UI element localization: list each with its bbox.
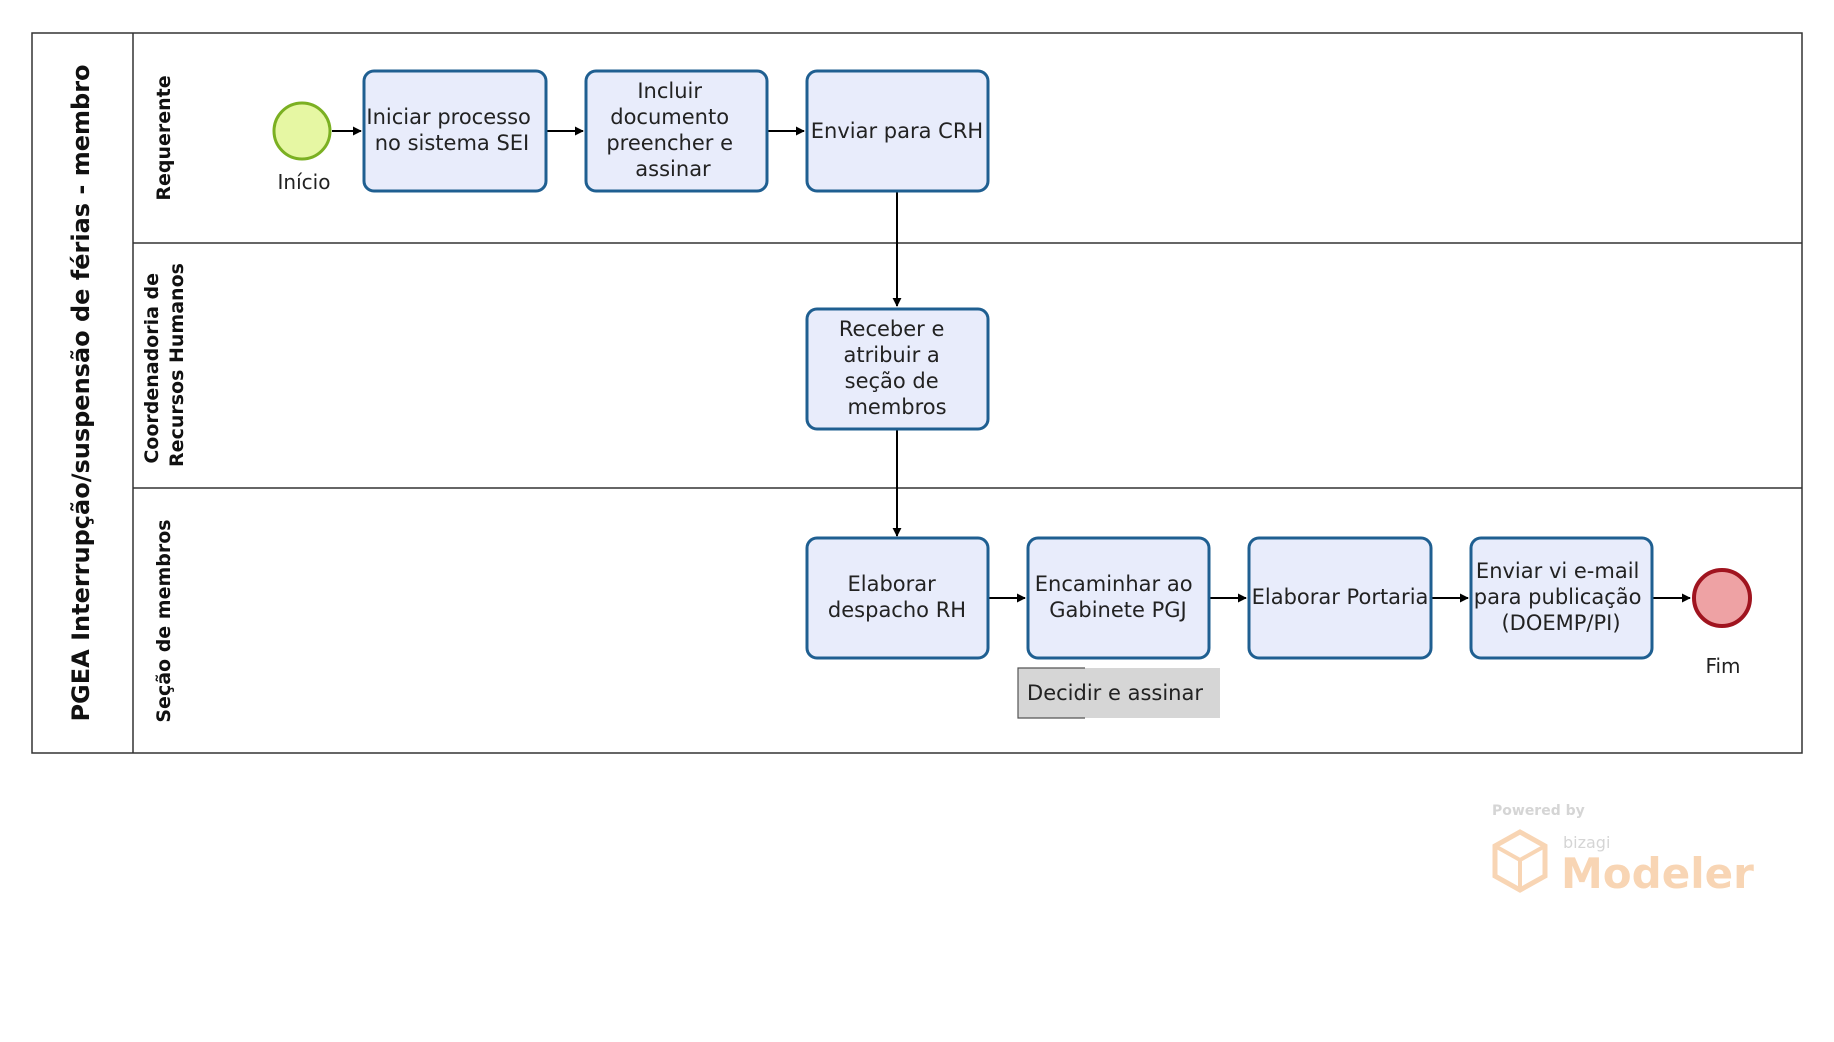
annotation-box[interactable] (1018, 668, 1220, 718)
task-enviar-email[interactable]: Enviar vi e-mail para publicação (DOEMP/… (1469, 536, 1654, 660)
task-incluir-line2: documento (610, 105, 729, 129)
lane-label-crh-line2: Recursos Humanos (166, 263, 188, 467)
lane-crh: Coordenadoria de Recursos Humanos (141, 263, 188, 467)
sequence-flows (332, 126, 1691, 603)
svg-text:Incluir documento: Incluir documento preencher e assinar (606, 79, 739, 181)
bizagi-watermark: Powered by bizagi Modeler (1492, 803, 1754, 898)
task-receber-line2: atribuir a (844, 343, 940, 367)
task-incluir-line4: assinar (635, 157, 711, 181)
bizagi-logo-icon (1492, 829, 1548, 893)
task-receber-line4: membros (847, 395, 946, 419)
watermark-product: Modeler (1561, 849, 1754, 898)
lane-requerente: Requerente (153, 75, 175, 200)
task-despacho-line1: Elaborar (848, 572, 937, 596)
task-enviar-crh-line1: Enviar para CRH (811, 119, 983, 143)
svg-text:Encaminhar ao Gabinete P: Encaminhar ao Gabinete PGJ (1035, 572, 1200, 622)
annotation-text: Decidir e assinar (1027, 681, 1203, 705)
end-event[interactable]: Fim (1692, 568, 1752, 678)
lane-label-crh-line1: Coordenadoria de (141, 273, 163, 464)
start-event-circle[interactable] (272, 101, 332, 161)
svg-text:Elaborar despacho RH: Elaborar despacho RH (828, 572, 966, 622)
start-event-label: Início (278, 170, 331, 194)
task-incluir-line1: Incluir (637, 79, 702, 103)
svg-text:Enviar para CRH: Enviar para CRH (811, 119, 983, 143)
task-receber-atribuir[interactable]: Receber e atribuir a seção de membros (805, 307, 990, 431)
task-elaborar-despacho[interactable]: Elaborar despacho RH (805, 536, 990, 660)
task-email-line1: Enviar vi e-mail (1476, 559, 1639, 583)
task-iniciar-line2: no sistema SEI (375, 131, 530, 155)
watermark-powered-by: Powered by (1492, 803, 1585, 819)
task-iniciar-processo[interactable]: Iniciar processo no sistema SEI (362, 69, 548, 193)
pool-title: PGEA Interrupção/suspensão de férias - m… (67, 64, 95, 721)
start-event[interactable]: Início (272, 101, 332, 194)
svg-text:Seção de membros: Seção de membros (153, 519, 175, 722)
task-despacho-line2: despacho RH (828, 598, 966, 622)
task-encaminhar-line1: Encaminhar ao (1035, 572, 1193, 596)
task-enviar-crh[interactable]: Enviar para CRH (805, 69, 990, 193)
task-encaminhar-line2: Gabinete PGJ (1049, 598, 1187, 622)
lane-label-secao: Seção de membros (153, 519, 175, 722)
task-iniciar-line1: Iniciar processo (366, 105, 530, 129)
task-email-line3: (DOEMP/PI) (1501, 611, 1620, 635)
task-incluir-line3: preencher e (606, 131, 733, 155)
svg-text:Receber e atribuir a: Receber e atribuir a seção de membros (839, 317, 951, 419)
svg-text:Iniciar processo no sist: Iniciar processo no sistema SEI (366, 105, 537, 155)
svg-text:Elaborar Portaria: Elaborar Portaria (1252, 585, 1429, 609)
svg-text:Requerente: Requerente (153, 75, 175, 200)
task-portaria-line1: Elaborar Portaria (1252, 585, 1429, 609)
end-event-circle[interactable] (1692, 568, 1752, 628)
watermark-brand: bizagi (1563, 833, 1610, 852)
task-receber-line1: Receber e (839, 317, 945, 341)
svg-text:Enviar vi e-mail para pu: Enviar vi e-mail para publicação (DOEMP/… (1474, 559, 1648, 635)
end-event-label: Fim (1705, 654, 1740, 678)
task-elaborar-portaria[interactable]: Elaborar Portaria (1247, 536, 1433, 660)
task-receber-line3: seção de (845, 369, 939, 393)
text-annotation[interactable]: Decidir e assinar (1017, 667, 1220, 719)
svg-text:Coordenadoria de Recurso: Coordenadoria de Recursos Humanos (141, 263, 188, 467)
lane-label-requerente: Requerente (153, 75, 175, 200)
task-incluir-documento[interactable]: Incluir documento preencher e assinar (584, 69, 769, 193)
lane-secao: Seção de membros (153, 519, 175, 722)
annotation-bracket (1017, 667, 1085, 719)
task-encaminhar-gabinete[interactable]: Encaminhar ao Gabinete PGJ (1026, 536, 1211, 660)
task-email-line2: para publicação (1474, 585, 1642, 609)
